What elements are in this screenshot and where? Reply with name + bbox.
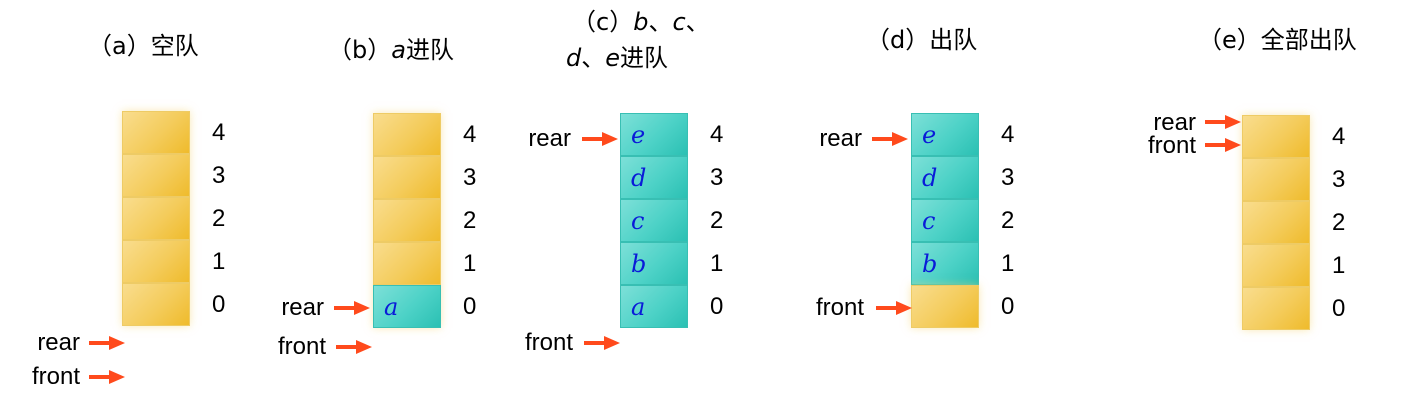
queue-cell-1: b bbox=[911, 242, 979, 285]
index-3: 3 bbox=[463, 164, 477, 191]
queue-cell-2: c bbox=[911, 199, 979, 242]
queue-cell-4 bbox=[1242, 115, 1310, 158]
queue-cell-2: c bbox=[620, 199, 688, 242]
index-4: 4 bbox=[463, 121, 477, 148]
queue-cell-2 bbox=[1242, 201, 1310, 244]
queue-cell-0: a bbox=[620, 285, 688, 328]
front-label: front bbox=[277, 333, 326, 360]
rear-arrow-icon bbox=[334, 300, 370, 316]
element-a: a bbox=[631, 293, 646, 321]
panel-a-title: （a）空队 bbox=[88, 32, 199, 60]
element-d: d bbox=[922, 164, 938, 192]
rear-label: rear bbox=[819, 125, 862, 152]
queue-cell-3 bbox=[1242, 158, 1310, 201]
queue-cell-2 bbox=[122, 197, 190, 240]
panel-d-title: （d）出队 bbox=[866, 26, 978, 54]
index-3: 3 bbox=[710, 164, 724, 191]
index-1: 1 bbox=[463, 250, 477, 277]
queue-cell-3: d bbox=[911, 156, 979, 199]
front-arrow-icon bbox=[584, 335, 620, 351]
queue-cell-3 bbox=[122, 154, 190, 197]
queue-cell-0 bbox=[1242, 287, 1310, 330]
queue-cell-4 bbox=[373, 113, 441, 156]
index-0: 0 bbox=[463, 293, 477, 320]
panel-c-title-line1: （c）b、c、 bbox=[572, 8, 710, 36]
index-4: 4 bbox=[1332, 123, 1346, 150]
element-b: b bbox=[631, 250, 647, 278]
index-1: 1 bbox=[1332, 252, 1346, 279]
queue-cell-1: b bbox=[620, 242, 688, 285]
element-d: d bbox=[631, 164, 647, 192]
index-3: 3 bbox=[212, 162, 226, 189]
queue-cell-3 bbox=[373, 156, 441, 199]
rear-arrow-icon bbox=[1205, 114, 1241, 130]
index-1: 1 bbox=[1001, 250, 1015, 277]
element-c: c bbox=[631, 207, 645, 235]
rear-label: rear bbox=[37, 329, 80, 356]
element-e: e bbox=[631, 121, 646, 149]
queue-cell-4 bbox=[122, 111, 190, 154]
front-arrow-icon bbox=[336, 339, 372, 355]
front-arrow-icon bbox=[876, 300, 912, 316]
rear-label: rear bbox=[528, 125, 571, 152]
queue-cell-1 bbox=[373, 242, 441, 285]
queue-array: 4 3 2 1 0 bbox=[1242, 115, 1345, 330]
index-2: 2 bbox=[463, 207, 477, 234]
index-4: 4 bbox=[710, 121, 724, 148]
queue-cell-1 bbox=[1242, 244, 1310, 287]
queue-cell-1 bbox=[122, 240, 190, 283]
index-3: 3 bbox=[1332, 166, 1346, 193]
index-2: 2 bbox=[1001, 207, 1015, 234]
index-1: 1 bbox=[710, 250, 724, 277]
index-2: 2 bbox=[212, 205, 226, 232]
queue-cell-0 bbox=[122, 283, 190, 326]
index-4: 4 bbox=[212, 119, 226, 146]
queue-cell-4: e bbox=[911, 113, 979, 156]
front-label: front bbox=[815, 294, 864, 321]
rear-label: rear bbox=[281, 294, 324, 321]
element-b: b bbox=[922, 250, 938, 278]
panel-b-enqueue-a: （b）a进队 a 4 3 2 1 0 rear front bbox=[260, 0, 510, 400]
index-3: 3 bbox=[1001, 164, 1015, 191]
front-label: front bbox=[524, 329, 573, 356]
front-arrow-icon bbox=[1205, 137, 1241, 153]
index-0: 0 bbox=[1332, 295, 1346, 322]
rear-arrow-icon bbox=[872, 131, 908, 147]
queue-cell-2 bbox=[373, 199, 441, 242]
element-a: a bbox=[384, 293, 399, 321]
rear-arrow-icon bbox=[89, 335, 125, 351]
index-4: 4 bbox=[1001, 121, 1015, 148]
index-2: 2 bbox=[1332, 209, 1346, 236]
panel-b-title: （b）a进队 bbox=[328, 36, 454, 64]
queue-array: a 4 3 2 1 0 bbox=[373, 113, 476, 328]
element-c: c bbox=[922, 207, 936, 235]
queue-array: e d c b 4 3 2 1 0 bbox=[911, 113, 1014, 328]
panel-e-title: （e）全部出队 bbox=[1198, 26, 1357, 54]
index-0: 0 bbox=[212, 291, 226, 318]
index-0: 0 bbox=[710, 293, 724, 320]
queue-cell-3: d bbox=[620, 156, 688, 199]
panel-c-title-line2: d、e进队 bbox=[566, 44, 668, 72]
queue-array: 4 3 2 1 0 bbox=[122, 111, 225, 326]
queue-cell-4: e bbox=[620, 113, 688, 156]
rear-label: rear bbox=[1153, 109, 1196, 136]
panel-e-all-dequeued: （e）全部出队 4 3 2 1 0 rear front bbox=[1100, 0, 1401, 400]
queue-array: e d c b a 4 3 2 1 0 bbox=[620, 113, 723, 328]
index-0: 0 bbox=[1001, 293, 1015, 320]
element-e: e bbox=[922, 121, 937, 149]
panel-a-empty-queue: （a）空队 4 3 2 1 0 rear front bbox=[0, 0, 260, 400]
queue-cell-0: a bbox=[373, 285, 441, 328]
index-2: 2 bbox=[710, 207, 724, 234]
front-label: front bbox=[31, 363, 80, 390]
front-label: front bbox=[1147, 132, 1196, 159]
front-arrow-icon bbox=[89, 369, 125, 385]
panel-d-dequeue: （d）出队 e d c b 4 3 2 1 0 rear front bbox=[770, 0, 1100, 400]
queue-cell-0 bbox=[911, 285, 979, 328]
rear-arrow-icon bbox=[582, 131, 618, 147]
panel-c-enqueue-bcde: （c）b、c、 d、e进队 e d c b a 4 3 2 1 0 rear f… bbox=[510, 0, 770, 400]
index-1: 1 bbox=[212, 248, 226, 275]
